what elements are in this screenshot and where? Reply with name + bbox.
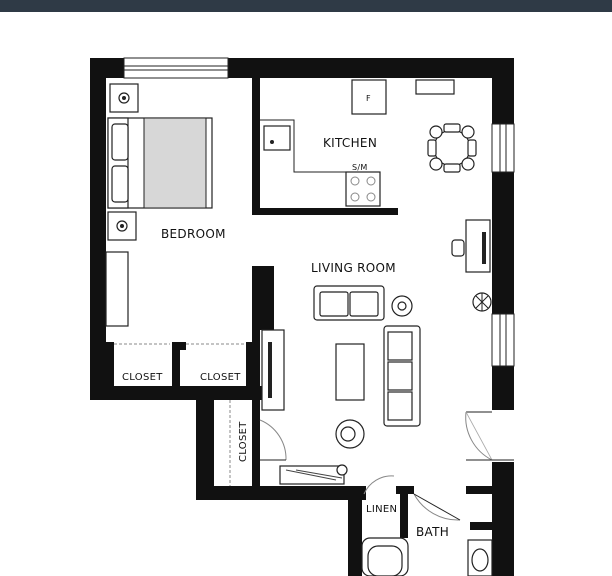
armchair [335, 419, 365, 449]
sink [467, 539, 493, 576]
doors [114, 343, 514, 521]
walls [90, 57, 515, 576]
side-table [391, 295, 413, 317]
coffee-table [335, 343, 365, 401]
linen-label: LINEN [366, 504, 397, 515]
kitchen-counter [260, 119, 346, 173]
plant [472, 292, 492, 312]
living-room-label: LIVING ROOM [311, 261, 396, 275]
loveseat [313, 285, 385, 321]
nightstand-top [109, 83, 139, 113]
sofa [383, 325, 421, 427]
tv-console [261, 329, 285, 411]
wall-cabinet [415, 79, 455, 95]
nightstand-bottom [107, 211, 137, 241]
stove [345, 171, 381, 207]
bed [107, 117, 213, 209]
fridge [351, 79, 387, 115]
fridge-label: F [366, 94, 371, 103]
closet-left-label: CLOSET [122, 372, 163, 383]
bath-label: BATH [416, 525, 449, 539]
kitchen-label: KITCHEN [323, 136, 377, 150]
bench [279, 464, 348, 485]
bedroom-label: BEDROOM [161, 227, 226, 241]
dresser [105, 251, 129, 327]
closet-right-label: CLOSET [200, 372, 241, 383]
desk [451, 219, 491, 273]
closet-vertical-label: CLOSET [238, 421, 249, 462]
top-bar [0, 0, 612, 12]
stove-label: S/M [352, 163, 368, 172]
bathtub [361, 537, 409, 576]
dining-table [427, 123, 477, 173]
